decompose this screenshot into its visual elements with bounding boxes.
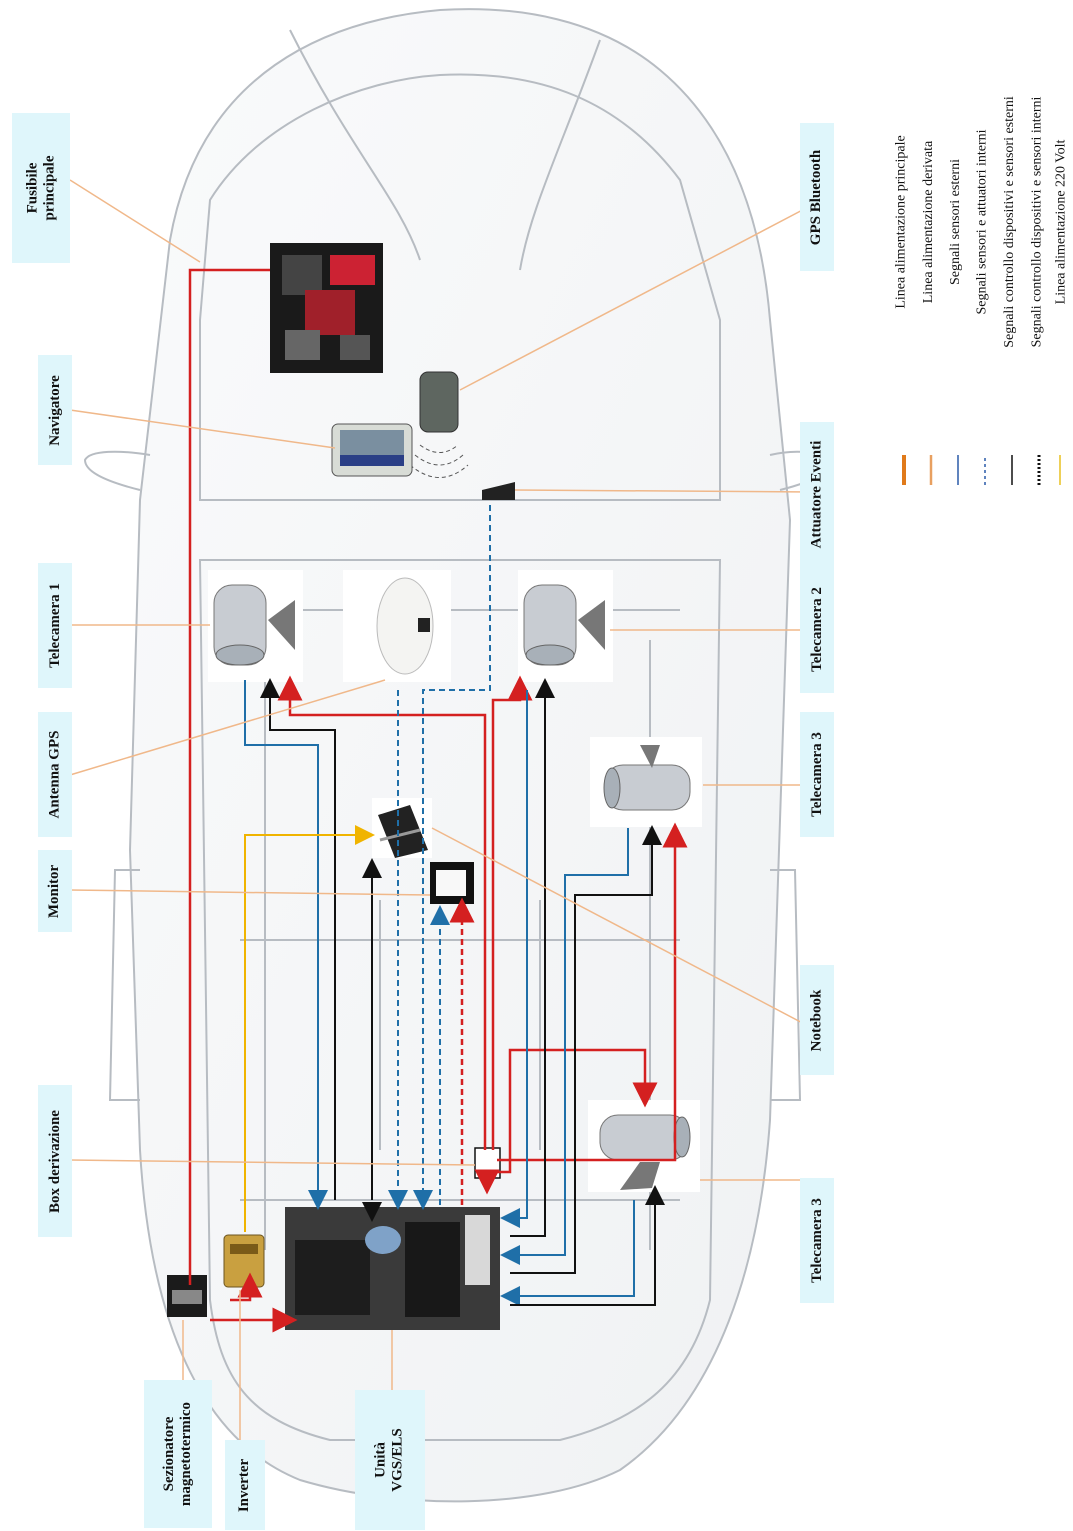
legend-text-6: Linea alimentazione 220 Volt [1053,140,1069,305]
label-telecamera3-bottom-text: Telecamera 3 [809,1198,826,1283]
label-monitor: Monitor [38,850,72,932]
box-derivazione-device [475,1148,500,1178]
fuse-box-photo [270,243,383,373]
label-unita-line1: Unità [373,1428,390,1491]
camera-1-device [208,570,303,682]
camera-2-device [518,570,613,682]
label-attuatore-eventi: Attuatore Eventi [800,422,834,567]
label-sezionatore-line1: Sezionatore [161,1402,178,1506]
label-telecamera2-text: Telecamera 2 [809,587,826,672]
label-sezionatore-line2: magnetotermico [178,1402,195,1506]
label-box-derivazione: Box derivazione [38,1085,72,1237]
label-telecamera1: Telecamera 1 [38,563,72,688]
label-antenna-gps: Antenna GPS [38,712,72,837]
label-antenna-gps-text: Antenna GPS [47,731,64,819]
sezionatore-device [167,1275,207,1317]
label-inverter-text: Inverter [237,1458,254,1511]
camera-3-top-device [590,737,702,827]
camera-3-bottom-device [588,1100,700,1192]
legend-item-6: Linea alimentazione 220 Volt [831,210,1073,234]
label-unita-line2: VGS/ELS [390,1428,407,1491]
label-telecamera3-bottom: Telecamera 3 [800,1178,834,1303]
label-fusibile-line1: Fusibile [24,155,41,220]
label-telecamera3-top: Telecamera 3 [800,712,834,837]
gps-antenna-device [343,570,451,682]
legend: Linea alimentazione principale Linea ali… [880,0,1070,520]
label-telecamera2: Telecamera 2 [800,565,834,693]
vgs-els-unit-photo [285,1207,500,1330]
label-notebook: Notebook [800,965,834,1075]
monitor-device [430,862,474,904]
navigator-device [332,424,412,476]
label-inverter: Inverter [225,1440,265,1530]
label-monitor-text: Monitor [47,864,64,917]
label-box-derivazione-text: Box derivazione [47,1110,64,1213]
label-notebook-text: Notebook [809,989,826,1051]
label-gps-bluetooth: GPS Bluetooth [800,123,834,271]
label-telecamera1-text: Telecamera 1 [47,583,64,668]
label-telecamera3-top-text: Telecamera 3 [809,732,826,817]
label-attuatore-eventi-text: Attuatore Eventi [809,441,826,549]
label-navigatore-text: Navigatore [47,375,64,446]
inverter-device [224,1235,264,1287]
label-navigatore: Navigatore [38,355,72,465]
label-fusibile-line2: principale [41,155,58,220]
